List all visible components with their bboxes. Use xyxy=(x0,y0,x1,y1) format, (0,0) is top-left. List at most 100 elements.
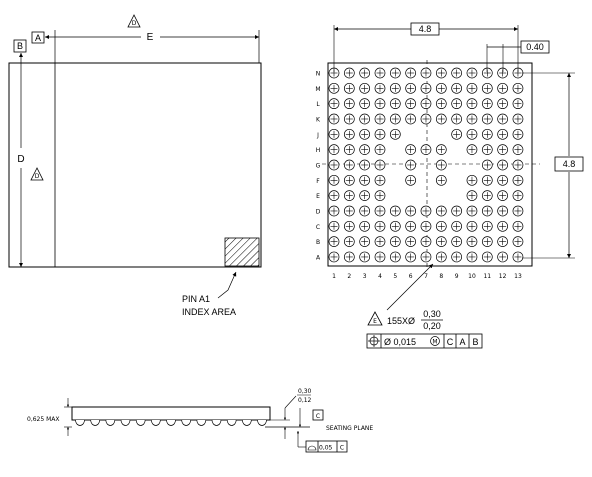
solder-ball xyxy=(328,174,340,186)
side-ball xyxy=(166,419,176,426)
solder-ball xyxy=(389,82,401,94)
solder-ball xyxy=(481,174,493,186)
d-dimension-label: D xyxy=(17,154,24,165)
solder-ball xyxy=(389,67,401,79)
solder-ball xyxy=(328,159,340,171)
solder-ball xyxy=(481,251,493,263)
mmc-modifier-icon xyxy=(430,336,440,346)
solder-ball xyxy=(497,190,508,201)
solder-ball xyxy=(343,251,355,263)
solder-ball xyxy=(405,205,416,217)
solder-ball xyxy=(420,82,432,94)
profile-surface-icon xyxy=(307,445,317,451)
solder-ball xyxy=(481,98,493,110)
pitch-box xyxy=(520,40,550,54)
row-label: K xyxy=(316,116,321,123)
solder-ball xyxy=(405,174,416,186)
solder-ball xyxy=(512,174,524,186)
solder-ball xyxy=(328,128,340,140)
solder-ball xyxy=(451,128,462,140)
note-flag-triangle-side xyxy=(30,167,44,181)
solder-ball xyxy=(359,251,371,263)
column-label: 13 xyxy=(514,273,522,280)
pin-a1-label-line1: PIN A1 xyxy=(182,294,210,304)
column-label: 6 xyxy=(409,273,413,280)
pitch-label: 0.40 xyxy=(526,42,544,52)
seating-plane-label: SEATING PLANE xyxy=(326,425,373,432)
solder-ball xyxy=(451,113,462,125)
solder-ball xyxy=(451,67,462,79)
solder-ball xyxy=(435,205,447,217)
solder-ball xyxy=(405,251,416,263)
solder-ball xyxy=(512,144,524,155)
solder-ball xyxy=(497,251,508,263)
solder-ball xyxy=(343,174,355,186)
solder-ball xyxy=(497,98,508,110)
e-dimension-label: E xyxy=(147,32,154,43)
solder-ball xyxy=(512,220,524,232)
solder-ball xyxy=(420,205,432,217)
solder-ball xyxy=(359,236,371,247)
solder-ball xyxy=(451,98,462,110)
pin-a1-index-area xyxy=(224,237,260,267)
solder-ball xyxy=(343,159,355,171)
solder-ball xyxy=(374,251,386,263)
solder-ball xyxy=(343,128,355,140)
pin-a1-leader xyxy=(217,271,237,299)
solder-ball xyxy=(359,98,371,110)
solder-ball xyxy=(512,82,524,94)
solder-ball xyxy=(466,236,478,247)
solder-ball xyxy=(343,236,355,247)
column-label: 12 xyxy=(499,273,507,280)
solder-ball xyxy=(359,190,371,201)
solder-ball xyxy=(389,98,401,110)
column-label: 1 xyxy=(332,273,336,280)
row-label: J xyxy=(316,132,319,139)
solder-ball xyxy=(328,113,340,125)
datum-a-label: A xyxy=(35,33,41,43)
column-label: 10 xyxy=(468,273,476,280)
solder-ball xyxy=(343,67,355,79)
fcf-datum-2: A xyxy=(459,337,465,347)
solder-ball xyxy=(451,205,462,217)
mmc-modifier-label: M xyxy=(432,339,437,346)
side-ball xyxy=(196,419,207,426)
flatness-tolerance: 0,05 xyxy=(319,445,333,452)
solder-ball xyxy=(435,82,447,94)
fcf-outline xyxy=(366,333,483,349)
solder-ball xyxy=(374,190,386,201)
solder-ball xyxy=(343,220,355,232)
solder-ball xyxy=(435,67,447,79)
solder-ball xyxy=(420,144,432,155)
solder-ball xyxy=(374,67,386,79)
solder-ball xyxy=(343,113,355,125)
column-label: 8 xyxy=(439,273,443,280)
solder-ball xyxy=(466,113,478,125)
fcf-datum-1: C xyxy=(447,337,454,347)
solder-ball xyxy=(374,174,386,186)
solder-ball xyxy=(389,251,401,263)
side-ball xyxy=(211,419,222,426)
solder-ball xyxy=(374,113,386,125)
v48-label: 4.8 xyxy=(563,159,576,169)
solder-ball xyxy=(481,82,493,94)
column-label: 5 xyxy=(393,273,397,280)
solder-ball xyxy=(466,98,478,110)
solder-ball xyxy=(481,113,493,125)
note-flag-top-label: D xyxy=(132,20,137,27)
datum-b-box xyxy=(13,39,27,53)
solder-ball xyxy=(343,190,355,201)
solder-ball xyxy=(481,220,493,232)
solder-ball xyxy=(374,98,386,110)
solder-ball xyxy=(359,113,371,125)
row-label: L xyxy=(316,101,320,108)
row-label: G xyxy=(316,162,321,169)
solder-ball xyxy=(451,236,462,247)
column-label: 9 xyxy=(455,273,459,280)
datum-c-label: C xyxy=(316,413,320,420)
ball-dia-max: 0,30 xyxy=(423,309,441,319)
